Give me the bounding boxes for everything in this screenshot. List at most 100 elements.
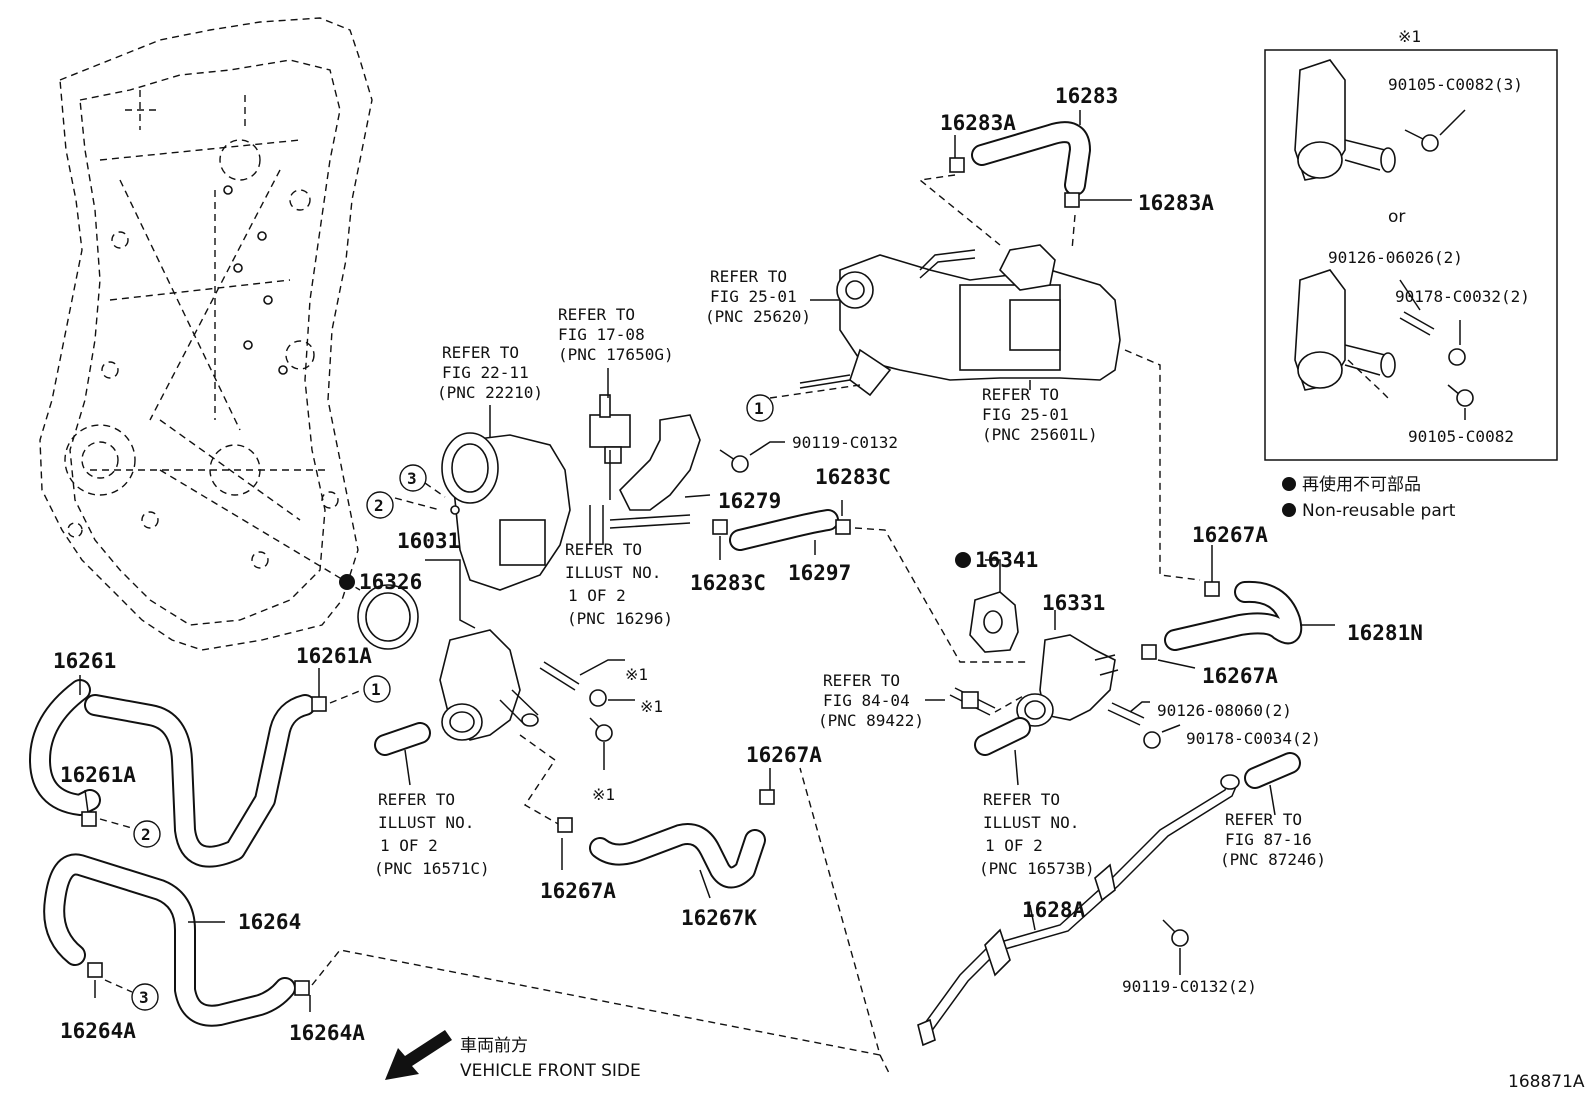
label-16341: 16341: [975, 548, 1038, 572]
label-16279: 16279: [718, 489, 781, 513]
callout-1-bottom: 1: [363, 675, 391, 703]
ref-22210: REFER TO FIG 22-11 (PNC 22210): [437, 343, 543, 402]
ref-89422: REFER TO FIG 84-04 (PNC 89422): [818, 671, 924, 730]
svg-text:FIG 25-01: FIG 25-01: [982, 405, 1069, 424]
label-16283: 16283: [1055, 84, 1118, 108]
svg-text:1: 1: [754, 399, 764, 418]
svg-text:1: 1: [371, 680, 381, 699]
svg-text:REFER TO: REFER TO: [710, 267, 787, 286]
label-16283C-lower: 16283C: [690, 571, 766, 595]
dash-16031-16267A: [519, 734, 561, 826]
label-16283C-upper: 16283C: [815, 465, 891, 489]
label-16283A-lower: 16283A: [1138, 191, 1214, 215]
inset-or: or: [1388, 207, 1405, 227]
leader-87246: [1269, 784, 1276, 816]
dash-callout-2-bottom: [99, 818, 133, 829]
dash-callout-2: [394, 497, 441, 511]
front-label-jp: 車両前方: [460, 1036, 528, 1056]
label-16264: 16264: [238, 910, 301, 934]
front-label-en: VEHICLE FRONT SIDE: [460, 1061, 641, 1081]
gasket-16326: [357, 584, 419, 650]
svg-text:(PNC 87246): (PNC 87246): [1220, 850, 1326, 869]
clamp-16283C-left: [712, 519, 728, 535]
dash-callout-3-bottom: [104, 979, 133, 993]
svg-text:(PNC 25601L): (PNC 25601L): [982, 425, 1098, 444]
ref-87246: REFER TO FIG 87-16 (PNC 87246): [1220, 810, 1326, 869]
thermostat-housing-16331: [1016, 634, 1119, 727]
callout-3-top: 3: [399, 464, 427, 492]
nonreusable-dot-16326: [339, 574, 355, 590]
dash-16283-a: [918, 174, 1001, 246]
svg-text:(PNC 17650G): (PNC 17650G): [558, 345, 674, 364]
svg-text:FIG 22-11: FIG 22-11: [442, 363, 529, 382]
hose-16281N: [1164, 580, 1303, 651]
ref-16573B: REFER TO ILLUST NO. 1 OF 2 (PNC 16573B): [979, 790, 1095, 878]
svg-text:FIG 25-01: FIG 25-01: [710, 287, 797, 306]
svg-text:REFER TO: REFER TO: [983, 790, 1060, 809]
clamp-16261A-upper: [311, 696, 327, 712]
label-16031: 16031: [397, 529, 460, 553]
label-16281N: 16281N: [1347, 621, 1423, 645]
label-16264A-right: 16264A: [289, 1021, 365, 1045]
ref-25601L: REFER TO FIG 25-01 (PNC 25601L): [982, 385, 1098, 444]
label-16267K: 16267K: [681, 906, 757, 930]
callout-3-bottom: 3: [131, 983, 159, 1011]
pipe-16296: [589, 505, 604, 545]
label-16264A-left: 16264A: [60, 1019, 136, 1043]
svg-text:REFER TO: REFER TO: [442, 343, 519, 362]
svg-text:1 OF 2: 1 OF 2: [568, 586, 626, 605]
timing-cover-outline: [39, 17, 373, 651]
legend-jp: 再使用不可部品: [1302, 474, 1421, 495]
clamp-16283C-right: [835, 519, 851, 535]
water-outlet-16031: [439, 629, 539, 741]
pipe-16571C: [374, 722, 431, 756]
vehicle-front-arrow: [385, 1030, 452, 1080]
legend-dot-en: [1282, 503, 1296, 517]
clamp-16283A-upper: [949, 157, 965, 173]
clamp-16267A-16281N-top: [1204, 581, 1220, 597]
svg-text:1 OF 2: 1 OF 2: [380, 836, 438, 855]
label-16267A-top: 16267A: [1192, 523, 1268, 547]
dash-front-tail: [879, 1054, 891, 1076]
gasket-16341: [969, 591, 1019, 653]
hose-16267K: [589, 823, 766, 889]
label-90178-C0034: 90178-C0034(2): [1186, 729, 1321, 748]
legend-dot-jp: [1282, 477, 1296, 491]
svg-text:3: 3: [139, 988, 149, 1007]
svg-text:ILLUST NO.: ILLUST NO.: [565, 563, 661, 582]
label-16267A-right: 16267A: [746, 743, 822, 767]
svg-text:(PNC 22210): (PNC 22210): [437, 383, 543, 402]
leader-16261A-lower: [84, 789, 89, 813]
dash-front-route: [311, 767, 881, 1056]
dash-callout-1-top: [769, 384, 861, 399]
svg-text:3: 3: [407, 469, 417, 488]
clamp-16264A-left: [87, 962, 103, 978]
callout-2-bottom: 2: [133, 820, 161, 848]
svg-text:REFER TO: REFER TO: [1225, 810, 1302, 829]
leader-16341: [985, 559, 1001, 592]
svg-text:(PNC 16571C): (PNC 16571C): [374, 859, 490, 878]
label-16261A-lower: 16261A: [60, 763, 136, 787]
inset-bolt-90105-C0082-3: 90105-C0082(3): [1388, 75, 1523, 94]
label-16261A-upper: 16261A: [296, 644, 372, 668]
dash-callout-3: [424, 482, 446, 498]
svg-text:REFER TO: REFER TO: [565, 540, 642, 559]
inset-bolt-90105-C0082: 90105-C0082: [1408, 427, 1514, 446]
mark-1-stud: ※1: [625, 665, 648, 684]
svg-text:2: 2: [141, 825, 151, 844]
svg-text:1 OF 2: 1 OF 2: [985, 836, 1043, 855]
clamp-16267A-right: [759, 789, 775, 805]
svg-text:(PNC 16573B): (PNC 16573B): [979, 859, 1095, 878]
ref-25620: REFER TO FIG 25-01 (PNC 25620): [705, 267, 811, 326]
svg-text:ILLUST NO.: ILLUST NO.: [378, 813, 474, 832]
svg-text:(PNC 89422): (PNC 89422): [818, 711, 924, 730]
leader-1628A: [1029, 904, 1036, 931]
callout-2-top: 2: [366, 491, 394, 519]
dash-16283C-16331: [854, 527, 1030, 663]
hose-16283: [971, 121, 1091, 196]
dash-16283-b: [1071, 214, 1076, 251]
bolt-90119-C0132: [719, 441, 785, 473]
clamp-16267A-16281N-bottom: [1141, 644, 1157, 660]
nonreusable-dot-16341: [955, 552, 971, 568]
